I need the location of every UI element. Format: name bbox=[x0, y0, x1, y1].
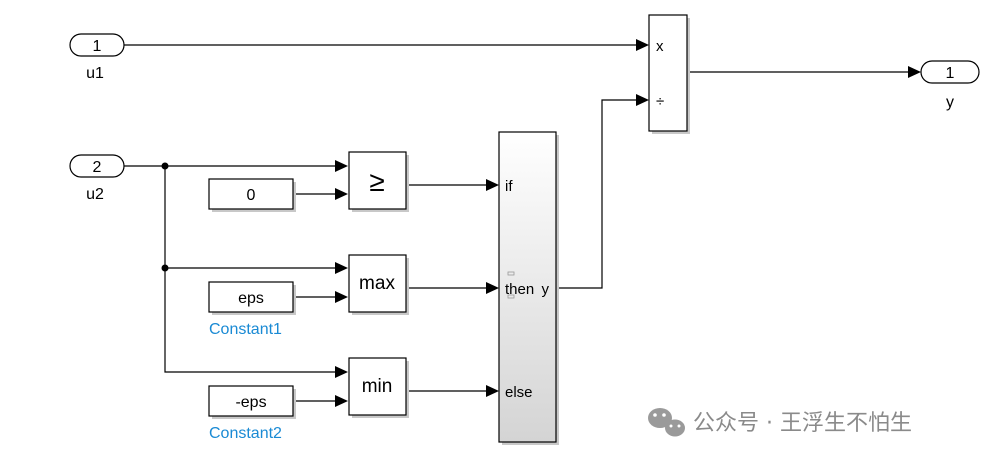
min-block[interactable]: min bbox=[348, 357, 409, 418]
switch-block[interactable]: if then y else bbox=[498, 131, 559, 445]
watermark-text: 公众号 · 王浮生不怕生 bbox=[693, 411, 912, 436]
compare-block[interactable]: ≥ bbox=[348, 151, 409, 212]
constant-0-shape[interactable] bbox=[208, 178, 294, 210]
constant-negeps-block[interactable]: -eps Constant2 bbox=[208, 385, 296, 442]
port-marker bbox=[507, 294, 515, 299]
signal-lines bbox=[124, 39, 921, 407]
constant-0-value: 0 bbox=[247, 187, 256, 204]
constant-eps-block[interactable]: eps Constant1 bbox=[208, 281, 296, 338]
inport-2-shape[interactable] bbox=[69, 154, 125, 178]
inport-1-name: u1 bbox=[86, 65, 104, 82]
min-shape[interactable] bbox=[348, 357, 407, 416]
switch-port-else: else bbox=[505, 384, 533, 401]
inport-2-name: u2 bbox=[86, 186, 104, 203]
max-label: max bbox=[359, 273, 395, 294]
signal-u2-branch[interactable] bbox=[164, 166, 335, 373]
arrow-min-in1 bbox=[335, 366, 348, 378]
arrow-if bbox=[486, 179, 499, 191]
outport-name: y bbox=[946, 94, 954, 111]
switch-port-then: then bbox=[505, 281, 534, 298]
max-block[interactable]: max bbox=[348, 254, 409, 315]
divide-port-div: ÷ bbox=[656, 93, 664, 110]
constant1-name: Constant1 bbox=[209, 321, 282, 338]
divide-shape[interactable] bbox=[648, 14, 688, 132]
arrow-compare-in1 bbox=[335, 160, 348, 172]
constant2-name: Constant2 bbox=[209, 425, 282, 442]
inport-1-number: 1 bbox=[93, 38, 102, 55]
arrow-min-in2 bbox=[335, 395, 348, 407]
wechat-icon bbox=[648, 408, 685, 437]
inport-u1[interactable]: 1 u1 bbox=[69, 33, 125, 82]
compare-shape[interactable] bbox=[348, 151, 407, 210]
divide-port-mul: x bbox=[656, 38, 664, 55]
arrow-compare-in2 bbox=[335, 188, 348, 200]
outport-y[interactable]: 1 y bbox=[920, 60, 980, 111]
switch-out-label: y bbox=[542, 281, 550, 298]
arrow-divide-div bbox=[636, 94, 649, 106]
branch-point bbox=[161, 162, 169, 170]
constant-eps-value: eps bbox=[238, 290, 264, 307]
arrow-max-in1 bbox=[335, 262, 348, 274]
arrow-else bbox=[486, 385, 499, 397]
divide-block[interactable]: x ÷ bbox=[648, 14, 690, 134]
inport-2-number: 2 bbox=[93, 159, 102, 176]
outport-shape[interactable] bbox=[920, 60, 980, 84]
constant-eps-shape[interactable] bbox=[208, 281, 294, 313]
port-marker bbox=[507, 271, 515, 276]
switch-shape[interactable] bbox=[498, 131, 557, 443]
compare-symbol: ≥ bbox=[369, 166, 384, 197]
constant-negeps-shape[interactable] bbox=[208, 385, 294, 417]
arrow-then bbox=[486, 282, 499, 294]
inport-1-shape[interactable] bbox=[69, 33, 125, 57]
signal-switch-to-divide[interactable] bbox=[556, 99, 636, 289]
min-label: min bbox=[362, 376, 393, 397]
watermark: 公众号 · 王浮生不怕生 bbox=[648, 408, 912, 437]
outport-number: 1 bbox=[946, 65, 955, 82]
arrow-divide-x bbox=[636, 39, 649, 51]
constant-negeps-value: -eps bbox=[235, 394, 266, 411]
branch-point bbox=[161, 264, 169, 272]
arrow-max-in2 bbox=[335, 291, 348, 303]
constant-0-block[interactable]: 0 bbox=[208, 178, 296, 212]
switch-port-if: if bbox=[505, 178, 513, 195]
inport-u2[interactable]: 2 u2 bbox=[69, 154, 125, 203]
max-shape[interactable] bbox=[348, 254, 407, 313]
arrow-outport bbox=[908, 66, 921, 78]
